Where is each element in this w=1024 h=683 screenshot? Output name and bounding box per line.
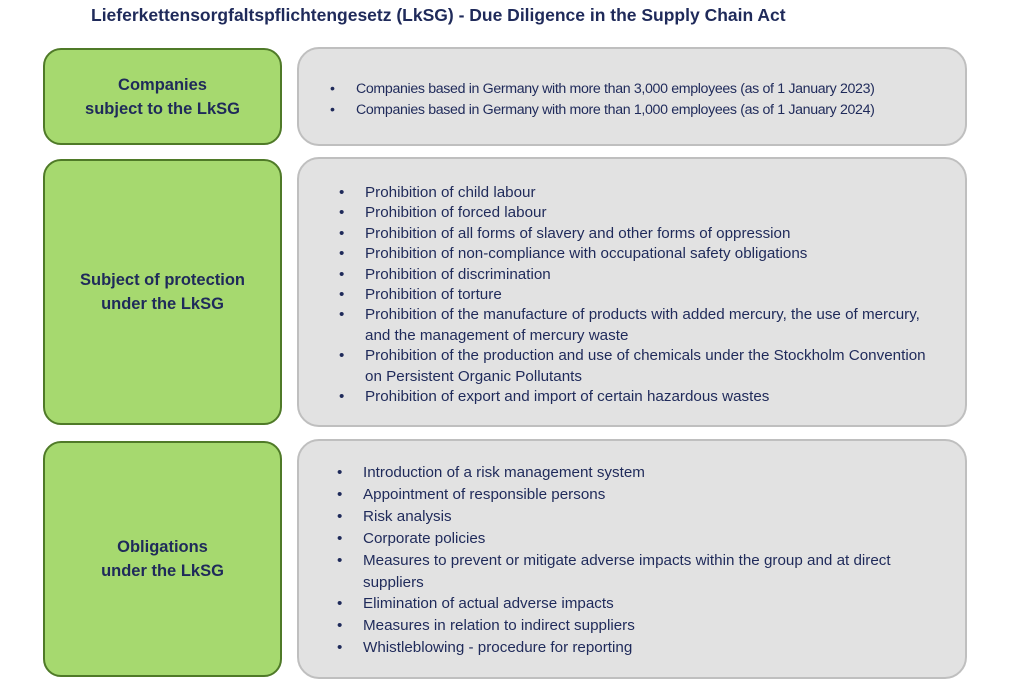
page-title: Lieferkettensorgfaltspflichtengesetz (Lk…: [91, 5, 786, 25]
list-item: Prohibition of child labour: [339, 183, 935, 204]
list-item: Prohibition of discrimination: [339, 265, 935, 286]
list-item: Companies based in Germany with more tha…: [330, 79, 875, 100]
list-item: Prohibition of torture: [339, 285, 935, 306]
list-item: Prohibition of the production and use of…: [339, 346, 935, 387]
list-item: Whistleblowing - procedure for reporting: [337, 637, 923, 659]
list-item: Measures to prevent or mitigate adverse …: [337, 550, 923, 594]
section-content-box: Companies based in Germany with more tha…: [297, 47, 967, 146]
list-item: Prohibition of export and import of cert…: [339, 387, 935, 408]
bullet-list: Introduction of a risk management system…: [337, 462, 923, 659]
section-label-box: Subject of protection under the LkSG: [43, 159, 282, 425]
section-label: Obligations under the LkSG: [101, 538, 224, 580]
bullet-list: Prohibition of child labour Prohibition …: [339, 183, 935, 408]
list-item: Elimination of actual adverse impacts: [337, 593, 923, 615]
list-item: Prohibition of all forms of slavery and …: [339, 224, 935, 245]
list-item: Companies based in Germany with more tha…: [330, 100, 875, 121]
bullet-list: Companies based in Germany with more tha…: [330, 79, 875, 121]
section-label: Companies subject to the LkSG: [85, 75, 240, 118]
list-item: Prohibition of forced labour: [339, 203, 935, 224]
section-label-box: Obligations under the LkSG: [43, 441, 282, 677]
section-label-box: Companies subject to the LkSG: [43, 48, 282, 145]
section-content-box: Prohibition of child labour Prohibition …: [297, 157, 967, 427]
section-label: Subject of protection under the LkSG: [80, 271, 245, 313]
section-content-box: Introduction of a risk management system…: [297, 439, 967, 679]
list-item: Prohibition of non-compliance with occup…: [339, 244, 935, 265]
list-item: Risk analysis: [337, 506, 923, 528]
list-item: Corporate policies: [337, 528, 923, 550]
list-item: Appointment of responsible persons: [337, 484, 923, 506]
list-item: Prohibition of the manufacture of produc…: [339, 305, 935, 346]
list-item: Measures in relation to indirect supplie…: [337, 615, 923, 637]
list-item: Introduction of a risk management system: [337, 462, 923, 484]
